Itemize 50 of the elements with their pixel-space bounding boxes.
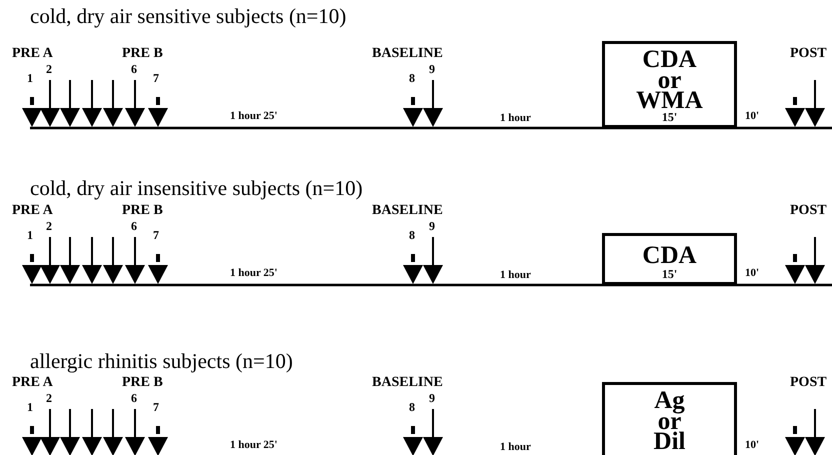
challenge-box [602,41,737,128]
timepoint-number: 9 [429,220,435,232]
duration-label: 1 hour [500,113,531,124]
duration-label: 10' [745,440,760,451]
timepoint-number: 6 [131,392,137,404]
timepoint-number: 6 [131,63,137,75]
phase-label: POST [790,47,827,61]
timepoint-number: 7 [153,72,159,84]
group-heading: cold, dry air sensitive subjects (n=10) [30,6,346,27]
timepoint-number: 2 [46,63,52,75]
timepoint-number: 1 [27,401,33,413]
timepoint-number: 6 [131,220,137,232]
phase-label: BASELINE [372,376,443,390]
timepoint-number: 1 [27,229,33,241]
timepoint-number: 9 [429,392,435,404]
challenge-label: Ag or Dil [652,391,686,452]
group-heading: allergic rhinitis subjects (n=10) [30,351,293,372]
duration-label: 1 hour 25' [230,111,278,122]
timepoint-number: 8 [409,229,415,241]
timepoint-number: 2 [46,220,52,232]
duration-label: 1 hour [500,442,531,453]
duration-label: 1 hour [500,270,531,281]
phase-label: PRE B [122,47,163,61]
phase-label: PRE B [122,204,163,218]
timepoint-number: 1 [27,72,33,84]
duration-label: 15' [660,111,678,123]
phase-label: PRE A [12,376,53,390]
timepoint-number: 8 [409,72,415,84]
timepoint-number: 7 [153,229,159,241]
duration-label: 1 hour 25' [230,268,278,279]
challenge-box [602,382,737,455]
timepoint-number: 9 [429,63,435,75]
duration-label: 1 hour 25' [230,440,278,451]
challenge-box [602,233,737,285]
duration-label: 10' [745,268,760,279]
phase-label: BASELINE [372,204,443,218]
phase-label: PRE A [12,204,53,218]
phase-label: BASELINE [372,47,443,61]
timepoint-number: 8 [409,401,415,413]
duration-label: 15' [660,268,678,280]
duration-label: 10' [745,111,760,122]
group-heading: cold, dry air insensitive subjects (n=10) [30,178,363,199]
phase-label: PRE B [122,376,163,390]
timepoint-number: 7 [153,401,159,413]
challenge-label: CDA or WMA [635,50,704,112]
phase-label: PRE A [12,47,53,61]
phase-label: POST [790,376,827,390]
timepoint-number: 2 [46,392,52,404]
phase-label: POST [790,204,827,218]
challenge-label: CDA [641,246,698,266]
